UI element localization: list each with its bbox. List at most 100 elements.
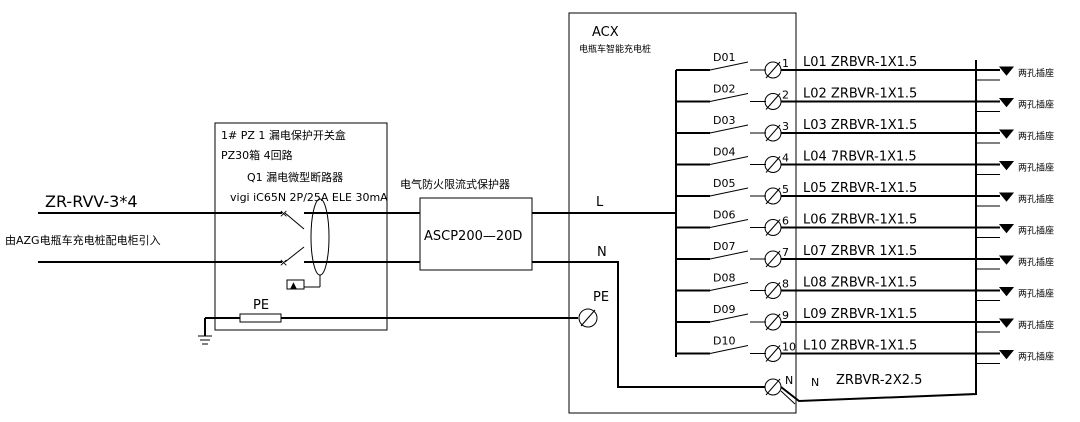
- terminal-number: 3: [782, 120, 789, 133]
- terminal-slash: [765, 187, 781, 205]
- breaker-contact: [709, 313, 749, 323]
- incoming-source-label: 由AZG电瓶车充电桩配电柜引入: [5, 233, 161, 247]
- svg-text:×: ×: [279, 256, 288, 269]
- terminal-number: 6: [782, 215, 789, 228]
- cable-label: L05 ZRBVR-1X1.5: [803, 181, 917, 196]
- svg-text:×: ×: [279, 207, 288, 220]
- terminal-slash: [765, 156, 781, 173]
- n-main-wire: [532, 261, 765, 388]
- breaker-label: D03: [713, 114, 735, 127]
- terminal-slash: [765, 345, 781, 362]
- n-terminal-icon: [764, 378, 782, 396]
- breaker-label: D10: [713, 335, 735, 348]
- n-label: N: [597, 245, 607, 260]
- pz-box-subtitle: PZ30箱 4回路: [221, 148, 293, 162]
- cable-label: L10 ZRBVR-1X1.5: [803, 339, 917, 354]
- load-label: 两孔插座: [1018, 130, 1054, 142]
- terminal-number: 8: [782, 278, 789, 291]
- socket-icon: [998, 287, 1015, 297]
- socket-icon: [998, 161, 1015, 171]
- n-outgoing-wire-2: [780, 390, 796, 405]
- socket-icon: [998, 224, 1015, 234]
- cable-label: L04 7RBVR-1X1.5: [803, 150, 917, 165]
- breaker-contact: [709, 93, 749, 102]
- svg-text:▲: ▲: [290, 281, 297, 291]
- branch-circuits: D01 1 L01 ZRBVR-1X1.5 两孔插座 D02 2 L02 ZRBVR-1X1…: [676, 51, 1054, 364]
- breaker-contact: [709, 219, 749, 228]
- terminal-slash: [765, 61, 781, 79]
- rcd-breaker-q1-symbol: × × ▲: [279, 198, 420, 291]
- pe-label: PE: [593, 290, 609, 305]
- socket-icon: [998, 66, 1015, 76]
- load-label: 两孔插座: [1018, 288, 1054, 300]
- cable-label: L07 ZRBVR 1X1.5: [803, 244, 917, 259]
- n-outgoing-label: N: [811, 376, 819, 389]
- cable-label: L01 ZRBVR-1X1.5: [803, 55, 917, 70]
- terminal-slash: [765, 282, 781, 299]
- breaker-contact: [709, 187, 749, 197]
- load-label: 两孔插座: [1018, 162, 1054, 174]
- terminal-number: 4: [782, 152, 789, 165]
- breaker-contact: [709, 250, 749, 260]
- terminal-slash: [765, 219, 781, 236]
- load-label: 两孔插座: [1018, 67, 1054, 79]
- breaker-contact: [709, 282, 749, 291]
- breaker-contact: [709, 156, 749, 165]
- breaker-contact: [709, 124, 749, 134]
- breaker-contact: [709, 61, 749, 71]
- ground-icon: [198, 318, 212, 345]
- breaker-label: D01: [713, 51, 735, 64]
- terminal-slash: [765, 313, 781, 331]
- acx-cabinet-caption: 电瓶车智能充电桩: [579, 43, 651, 55]
- terminal-number: 10: [782, 341, 796, 354]
- acx-cabinet-name: ACX: [592, 25, 619, 40]
- breaker-spec-label: vigi iC65N 2P/25A ELE 30mA: [230, 191, 388, 204]
- terminal-slash: [765, 93, 781, 110]
- socket-icon: [998, 255, 1015, 265]
- terminal-number: 2: [782, 89, 789, 102]
- pe-bar-symbol: [239, 313, 282, 323]
- socket-icon: [998, 129, 1015, 139]
- terminal-number: 9: [782, 309, 789, 322]
- load-label: 两孔插座: [1018, 256, 1054, 268]
- terminal-number: 7: [782, 246, 789, 259]
- load-label: 两孔插座: [1018, 225, 1054, 237]
- load-label: 两孔插座: [1018, 319, 1054, 331]
- load-label: 两孔插座: [1018, 193, 1054, 205]
- pz-box-frame: [214, 122, 388, 331]
- load-label: 两孔插座: [1018, 99, 1054, 111]
- cable-label: L02 ZRBVR-1X1.5: [803, 87, 917, 102]
- cable-label: L08 ZRBVR-1X1.5: [803, 276, 917, 291]
- load-label: 两孔插座: [1018, 351, 1054, 363]
- breaker-label: D07: [713, 240, 735, 253]
- breaker-label: D09: [713, 303, 735, 316]
- n-terminal-number: N: [785, 374, 793, 387]
- pe-terminal-icon: [578, 308, 598, 328]
- breaker-label: D05: [713, 177, 735, 190]
- n-outgoing-cable: ZRBVR-2X2.5: [836, 373, 922, 388]
- socket-icon: [998, 98, 1015, 108]
- protector-model: ASCP200—20D: [424, 229, 522, 244]
- breaker-contact: [709, 345, 749, 354]
- protector-box: [419, 197, 533, 271]
- cable-label: L06 ZRBVR-1X1.5: [803, 213, 917, 228]
- terminal-number: 1: [782, 57, 789, 70]
- l-label: L: [596, 195, 604, 210]
- breaker-label: D08: [713, 272, 735, 285]
- cable-label: L03 ZRBVR-1X1.5: [803, 118, 917, 133]
- breaker-label: D04: [713, 146, 735, 159]
- socket-icon: [998, 350, 1015, 360]
- breaker-label: D02: [713, 83, 735, 96]
- terminal-number: 5: [782, 183, 789, 196]
- breaker-label: D06: [713, 209, 735, 222]
- pe-box-label: PE: [253, 298, 269, 313]
- terminal-slash: [765, 124, 781, 142]
- cable-label: L09 ZRBVR-1X1.5: [803, 307, 917, 322]
- protector-caption: 电气防火限流式保护器: [400, 177, 510, 191]
- breaker-name-label: Q1 漏电微型断路器: [247, 170, 343, 184]
- pz-box-title: 1# PZ 1 漏电保护开关盒: [221, 128, 346, 142]
- socket-icon: [998, 192, 1015, 202]
- terminal-slash: [765, 250, 781, 268]
- socket-icon: [998, 318, 1015, 328]
